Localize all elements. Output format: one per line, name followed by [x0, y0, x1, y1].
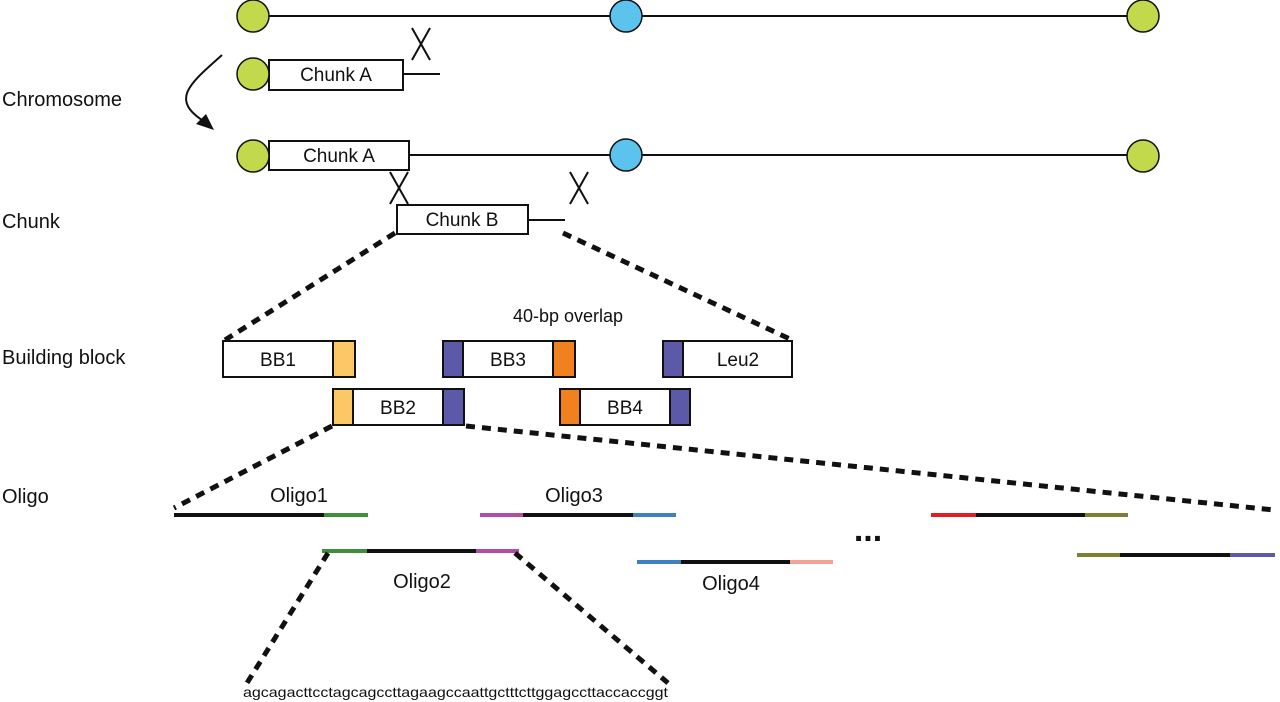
chunk-b-box	[396, 204, 529, 235]
label-oligo: Oligo	[2, 486, 49, 508]
crossover-x-1	[411, 27, 431, 61]
crossover-x-2	[389, 171, 409, 205]
overlap-label: 40-bp overlap	[513, 306, 623, 326]
oligo1-label: Oligo1	[270, 485, 328, 507]
telomere-left-top	[236, 0, 270, 33]
zoom-line-bb2-left	[172, 423, 334, 511]
bb3-overlap-orange	[552, 340, 576, 378]
telomere-right-middle	[1126, 139, 1160, 173]
bb2-overlap-purple	[442, 388, 465, 426]
oligo-4: Oligo4	[637, 560, 833, 595]
telomere-right-top	[1126, 0, 1160, 33]
bb1-overlap-yellow	[332, 340, 356, 378]
curved-arrow	[185, 54, 223, 123]
bb3-overlap-purple	[442, 340, 464, 378]
building-block-bb2: BB2	[332, 388, 465, 426]
oligo4-label: Oligo4	[702, 573, 760, 595]
bb1-label: BB1	[260, 350, 296, 371]
bb4-overlap-purple	[669, 388, 691, 426]
centromere-top	[609, 0, 643, 33]
oligo-1: Oligo1	[174, 485, 368, 517]
building-block-bb4: BB4	[559, 388, 691, 426]
chunk-a-label-insert: Chunk A	[300, 65, 372, 86]
building-block-bb1: BB1	[222, 340, 356, 378]
label-building-block: Building block	[2, 347, 126, 369]
centromere-middle	[609, 138, 643, 172]
oligo2-sequence: agcagacttcctagcagccttagaagccaattgctttctt…	[243, 684, 668, 700]
zoom-line-oligo2-left	[244, 551, 331, 685]
crossover-x-3	[569, 171, 589, 205]
zoom-line-chunk-right	[561, 230, 794, 343]
bb2-label: BB2	[380, 398, 416, 419]
zoom-line-chunk-left	[223, 230, 397, 343]
label-chunk: Chunk	[2, 211, 61, 233]
chunk-a-label-integrated: Chunk A	[303, 146, 375, 167]
arrow-head	[196, 114, 214, 130]
chunk-b-label: Chunk B	[426, 210, 499, 231]
oligo2-label: Oligo2	[393, 571, 451, 593]
oligo-2: Oligo2	[322, 549, 519, 593]
leu2-label: Leu2	[717, 350, 759, 371]
bb3-label: BB3	[490, 350, 526, 371]
telomere-left-middle	[236, 139, 270, 173]
leu2-overlap-purple	[662, 340, 684, 378]
bb4-overlap-orange	[559, 388, 581, 426]
building-block-bb3: BB3	[442, 340, 576, 378]
zoom-line-bb2-right	[465, 423, 1275, 513]
bb2-overlap-yellow	[332, 388, 354, 426]
oligo3-label: Oligo3	[545, 485, 603, 507]
telomere-left-insert	[236, 57, 270, 91]
label-chromosome: Chromosome	[2, 89, 122, 111]
zoom-line-oligo2-right	[513, 551, 670, 685]
ellipsis: ...	[854, 511, 882, 549]
bb4-label: BB4	[607, 398, 643, 419]
building-block-leu2: Leu2	[662, 340, 793, 378]
oligo-3: Oligo3	[480, 485, 676, 517]
